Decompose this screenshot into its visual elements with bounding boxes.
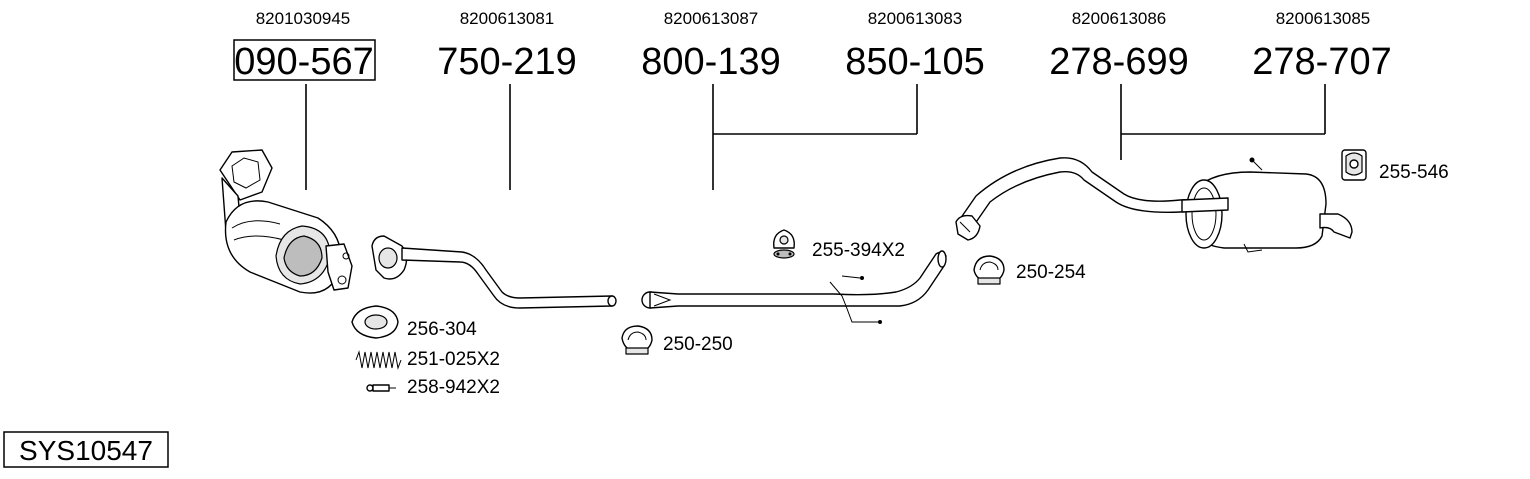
accessory-rubber-mount-icon-2[interactable] xyxy=(1341,149,1367,181)
middle-pipe[interactable] xyxy=(641,250,947,324)
oe-number-278-707: 8200613085 xyxy=(1276,9,1371,28)
label-250-254: 250-254 xyxy=(1016,262,1086,283)
part-number-box xyxy=(233,39,376,81)
oe-number-750-219: 8200613081 xyxy=(460,9,555,28)
label-250-250: 250-250 xyxy=(663,334,733,355)
rear-silencer[interactable] xyxy=(955,157,1353,253)
part-number-middle-pipe-alt[interactable]: 850-105 xyxy=(845,41,984,83)
oe-number-090-567: 8201030945 xyxy=(256,9,351,28)
oe-number-278-699: 8200613086 xyxy=(1072,9,1167,28)
label-255-394X2: 255-394X2 xyxy=(812,240,905,261)
label-256-304: 256-304 xyxy=(407,319,477,340)
accessory-seal-ring[interactable] xyxy=(351,305,399,339)
part-number-front-pipe[interactable]: 750-219 xyxy=(437,41,576,83)
accessory-clamp-icon-1[interactable] xyxy=(621,325,653,355)
accessory-clamp-icon-2[interactable] xyxy=(973,255,1005,285)
front-pipe[interactable] xyxy=(371,235,617,309)
part-number-rear-silencer[interactable]: 278-699 xyxy=(1049,41,1188,83)
system-code: SYS10547 xyxy=(19,435,153,466)
accessory-rubber-mount-icon-1[interactable] xyxy=(773,229,795,259)
label-251-025X2: 251-025X2 xyxy=(407,349,500,370)
part-number-rear-silencer-alt[interactable]: 278-707 xyxy=(1252,41,1391,83)
label-255-546: 255-546 xyxy=(1379,162,1449,183)
part-number-middle-pipe[interactable]: 800-139 xyxy=(641,41,780,83)
leader-lines xyxy=(305,84,1326,190)
oe-number-800-139: 8200613087 xyxy=(664,9,759,28)
oe-number-850-105: 8200613083 xyxy=(868,9,963,28)
catalytic-converter[interactable] xyxy=(219,149,353,294)
accessory-spring-icon[interactable] xyxy=(355,350,402,370)
system-code-box xyxy=(3,431,169,468)
label-258-942X2: 258-942X2 xyxy=(407,377,500,398)
accessory-bolt-icon[interactable] xyxy=(366,384,396,392)
part-number-catalyst[interactable]: 090-567 xyxy=(234,41,373,83)
